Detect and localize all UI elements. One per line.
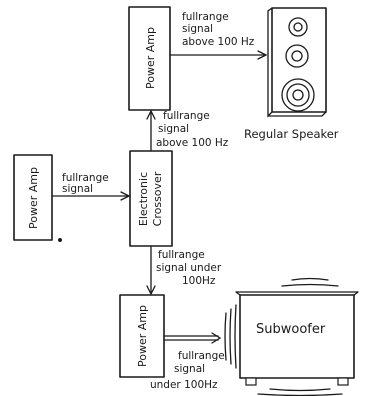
electronic-crossover: Electronic Crossover (130, 151, 172, 246)
edge-crossover-to-top-amp (147, 111, 155, 151)
crossover-label-line2: Crossover (151, 171, 164, 226)
edge-label-line: fullrange (182, 11, 229, 23)
subwoofer-foot-left (246, 378, 256, 385)
edge-label-line: signal under (156, 262, 222, 274)
edge-label-line: fullrange (163, 110, 210, 122)
edge-label-line: fullrange (158, 249, 205, 261)
edge-bottom-amp-to-subwoofer (164, 333, 220, 343)
power-amp-top-label: Power Amp (144, 27, 157, 89)
edge-top-amp-to-speaker (170, 51, 266, 59)
edge-label-line: signal (182, 23, 213, 35)
label-crossover-to-top-amp: fullrange signal above 100 Hz (156, 110, 229, 149)
label-crossover-to-bottom-amp: fullrange signal under 100Hz (156, 249, 222, 287)
subwoofer-foot-right (338, 378, 348, 385)
power-amp-bottom-label: Power Amp (136, 305, 149, 367)
subwoofer-label: Subwoofer (256, 322, 326, 337)
power-amp-left-label: Power Amp (27, 167, 40, 229)
ink-dot (58, 238, 62, 242)
edge-label-line: 100Hz (182, 275, 216, 287)
speaker-label: Regular Speaker (244, 127, 339, 141)
edge-label-line: under 100Hz (150, 379, 218, 391)
label-amp-to-crossover: fullrange signal (62, 172, 109, 195)
power-amp-bottom: Power Amp (120, 295, 164, 377)
edge-label-line: above 100 Hz (156, 137, 229, 149)
crossover-label-line1: Electronic (137, 172, 150, 226)
power-amp-top: Power Amp (129, 7, 170, 110)
edge-label-line: signal (62, 183, 93, 195)
edge-label-line: above 100 Hz (182, 36, 255, 48)
edge-crossover-to-bottom-amp (147, 246, 155, 294)
subwoofer: Subwoofer (225, 279, 358, 396)
label-top-amp-to-speaker: fullrange signal above 100 Hz (182, 11, 255, 48)
regular-speaker: Regular Speaker (244, 8, 339, 141)
edge-label-line: signal (158, 123, 189, 135)
edge-label-line: signal (174, 363, 205, 375)
edge-label-line: fullrange (178, 350, 225, 362)
power-amp-left: Power Amp (14, 155, 62, 242)
